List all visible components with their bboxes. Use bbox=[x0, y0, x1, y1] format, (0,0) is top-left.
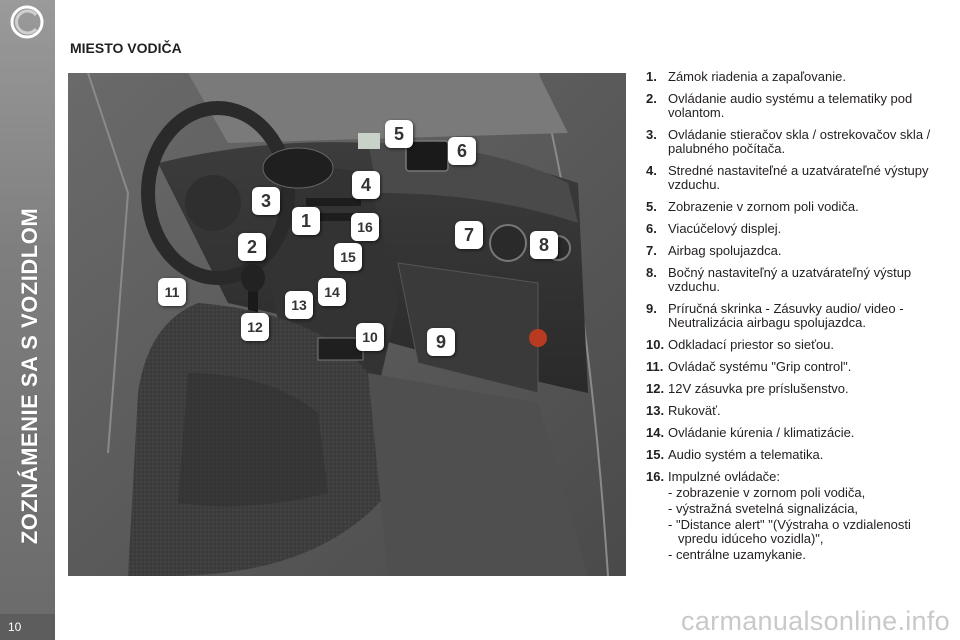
legend-text: Príručná skrinka - Zásuvky audio/ video … bbox=[668, 301, 904, 330]
legend-number: 15. bbox=[646, 447, 665, 462]
legend-number: 11. bbox=[646, 359, 664, 374]
callout-7: 7 bbox=[455, 221, 483, 249]
legend-item: 8. Bočný nastaviteľný a uzatvárateľný výs… bbox=[646, 266, 946, 294]
floor bbox=[368, 373, 588, 576]
door-frame bbox=[87, 73, 130, 454]
legend-number: 16. bbox=[646, 469, 665, 484]
legend-text: Ovládač systému "Grip control". bbox=[668, 359, 852, 374]
callout-15: 15 bbox=[334, 243, 362, 271]
steering-hub bbox=[185, 175, 241, 231]
section-title: ZOZNÁMENIE SA S VOZIDLOM bbox=[17, 207, 42, 545]
page-heading: MIESTO VODIČA bbox=[70, 40, 182, 56]
legend-text: 12V zásuvka pre príslušenstvo. bbox=[668, 381, 849, 396]
legend-text: Odkladací priestor so sieťou. bbox=[668, 337, 835, 352]
legend-text: Impulzné ovládače: bbox=[668, 469, 781, 484]
legend-number: 2. bbox=[646, 91, 657, 106]
legend-item: 12.12V zásuvka pre príslušenstvo. bbox=[646, 382, 946, 396]
side-air-vent bbox=[489, 224, 527, 262]
logo-icon bbox=[10, 5, 44, 39]
legend-text: Rukoväť. bbox=[668, 403, 721, 418]
legend-item: 9. Príručná skrinka - Zásuvky audio/ vide… bbox=[646, 302, 946, 330]
legend-text: Stredné nastaviteľné a uzatvárateľné výs… bbox=[668, 163, 929, 192]
page-number: 10 bbox=[0, 614, 55, 640]
legend-16-subitem: zobrazenie v zornom poli vodiča, bbox=[668, 486, 946, 500]
legend-number: 5. bbox=[646, 199, 657, 214]
callout-4: 4 bbox=[352, 171, 380, 199]
console-buttons bbox=[306, 198, 361, 206]
legend-number: 12. bbox=[646, 381, 665, 396]
airbag-switch bbox=[529, 329, 547, 347]
callout-1: 1 bbox=[292, 207, 320, 235]
legend-item: 1. Zámok riadenia a zapaľovanie. bbox=[646, 70, 946, 84]
gear-knob bbox=[241, 264, 265, 292]
legend-number: 7. bbox=[646, 243, 657, 258]
legend-number: 8. bbox=[646, 265, 657, 280]
legend-number: 4. bbox=[646, 163, 657, 178]
legend-item: 15.Audio systém a telematika. bbox=[646, 448, 946, 462]
sidebar: ZOZNÁMENIE SA S VOZIDLOM 10 bbox=[0, 0, 55, 640]
legend-item: 10.Odkladací priestor so sieťou. bbox=[646, 338, 946, 352]
callout-5: 5 bbox=[385, 120, 413, 148]
instrument-cluster bbox=[262, 147, 334, 189]
callout-11: 11 bbox=[158, 278, 186, 306]
legend-item: 13.Rukoväť. bbox=[646, 404, 946, 418]
legend-list: 1. Zámok riadenia a zapaľovanie. 2. Ovládan… bbox=[646, 70, 946, 570]
legend-item: 11. Ovládač systému "Grip control". bbox=[646, 360, 946, 374]
legend-16-sublist: zobrazenie v zornom poli vodiča, výstražn… bbox=[668, 486, 946, 562]
callout-13: 13 bbox=[285, 291, 313, 319]
legend-item: 6. Viacúčelový displej. bbox=[646, 222, 946, 236]
legend-text: Viacúčelový displej. bbox=[668, 221, 782, 236]
callout-12: 12 bbox=[241, 313, 269, 341]
legend-text: Bočný nastaviteľný a uzatvárateľný výstu… bbox=[668, 265, 912, 294]
legend-16-subitem: "Distance alert" "(Výstraha o vzdialenos… bbox=[668, 518, 946, 546]
legend-item: 5. Zobrazenie v zornom poli vodiča. bbox=[646, 200, 946, 214]
legend-text: Zobrazenie v zornom poli vodiča. bbox=[668, 199, 859, 214]
callout-2: 2 bbox=[238, 233, 266, 261]
watermark: carmanualsonline.info bbox=[681, 606, 950, 636]
legend-number: 14. bbox=[646, 425, 665, 440]
legend-16-subitem: výstražná svetelná signalizácia, bbox=[668, 502, 946, 516]
legend-item: 16.Impulzné ovládače: zobrazenie v zornom… bbox=[646, 470, 946, 562]
callout-9: 9 bbox=[427, 328, 455, 356]
legend-number: 1. bbox=[646, 69, 657, 84]
callout-6: 6 bbox=[448, 137, 476, 165]
legend-item: 14.Ovládanie kúrenia / klimatizácie. bbox=[646, 426, 946, 440]
callout-3: 3 bbox=[252, 187, 280, 215]
console-buttons-2 bbox=[308, 213, 363, 221]
seat-cushion bbox=[178, 373, 328, 507]
legend-number: 6. bbox=[646, 221, 657, 236]
legend-text: Ovládanie audio systému a telematiky pod… bbox=[668, 91, 913, 120]
legend-text: Airbag spolujazdca. bbox=[668, 243, 782, 258]
windshield bbox=[188, 73, 568, 143]
legend-text: Zámok riadenia a zapaľovanie. bbox=[668, 69, 846, 84]
glovebox bbox=[397, 262, 539, 394]
legend-text: Audio systém a telematika. bbox=[668, 447, 824, 462]
callout-8: 8 bbox=[530, 231, 558, 259]
legend-number: 9. bbox=[646, 301, 657, 316]
head-up-display bbox=[358, 133, 380, 149]
legend-number: 3. bbox=[646, 127, 657, 142]
legend-item: 2. Ovládanie audio systému a telematiky p… bbox=[646, 92, 946, 120]
callout-16: 16 bbox=[351, 213, 379, 241]
legend-item: 7. Airbag spolujazdca. bbox=[646, 244, 946, 258]
legend-number: 13. bbox=[646, 403, 665, 418]
callout-14: 14 bbox=[318, 278, 346, 306]
legend-number: 10. bbox=[646, 337, 665, 352]
legend-text: Ovládanie stieračov skla / ostrekovačov … bbox=[668, 127, 931, 156]
callout-10: 10 bbox=[356, 323, 384, 351]
legend-16-subitem: centrálne uzamykanie. bbox=[668, 548, 946, 562]
legend-item: 4. Stredné nastaviteľné a uzatvárateľné v… bbox=[646, 164, 946, 192]
steering-wheel bbox=[141, 101, 295, 285]
legend-text: Ovládanie kúrenia / klimatizácie. bbox=[668, 425, 855, 440]
legend-item: 3. Ovládanie stieračov skla / ostrekovačo… bbox=[646, 128, 946, 156]
